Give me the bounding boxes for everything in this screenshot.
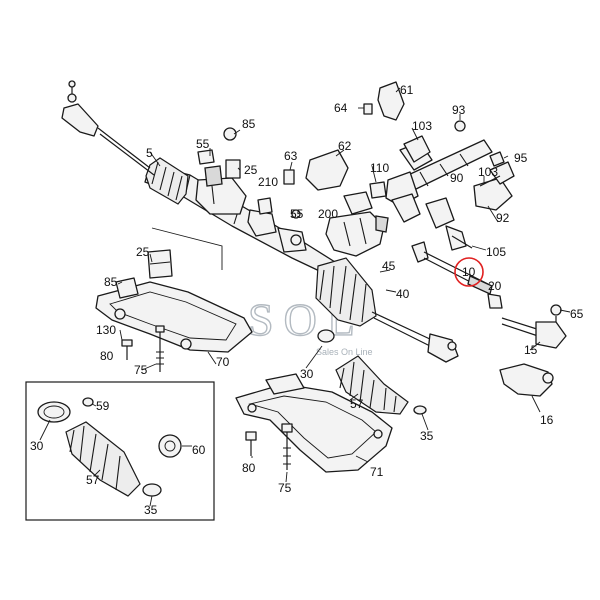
callout-35-b: 35 <box>144 503 158 517</box>
callout-5: 5 <box>146 146 153 160</box>
callout-92: 92 <box>496 211 510 225</box>
callout-93: 93 <box>452 103 466 117</box>
bracket-16 <box>499 363 554 397</box>
callout-61: 61 <box>400 83 414 97</box>
callout-30-b: 30 <box>30 439 44 453</box>
callout-110: 110 <box>370 161 389 175</box>
callout-85: 85 <box>242 117 256 131</box>
left-tie-rod <box>61 80 155 176</box>
callout-71: 71 <box>370 465 384 479</box>
callout-45: 45 <box>382 259 396 273</box>
callout-90: 90 <box>450 171 464 185</box>
boot-clamps-right <box>317 329 427 415</box>
left-boot <box>145 157 189 205</box>
callout-75: 75 <box>134 363 148 377</box>
callout-25-b: 25 <box>136 245 150 259</box>
callout-40: 40 <box>396 287 410 301</box>
callout-80: 80 <box>100 349 114 363</box>
callout-55-b: 55 <box>290 207 304 221</box>
callout-30: 30 <box>300 367 314 381</box>
callout-35: 35 <box>420 429 434 443</box>
callout-57: 57 <box>350 397 364 411</box>
callout-20: 20 <box>488 279 502 293</box>
callout-64: 64 <box>334 101 348 115</box>
boot-57-center <box>335 355 409 415</box>
right-tie-rod <box>371 311 459 363</box>
callout-55: 55 <box>196 137 210 151</box>
callout-59: 59 <box>96 399 110 413</box>
callout-labels: 5 55 85 25 63 62 210 55 200 110 64 61 10… <box>30 83 584 517</box>
callout-15: 15 <box>524 343 538 357</box>
callout-63: 63 <box>284 149 298 163</box>
kit-inset <box>25 381 215 521</box>
leader-lines <box>39 87 571 507</box>
small-parts-top <box>197 81 505 219</box>
watermark-tagline: Sales On Line <box>316 347 373 357</box>
callout-57-b: 57 <box>86 473 100 487</box>
bracket-frame-box <box>151 227 223 270</box>
callout-130: 130 <box>96 323 116 337</box>
callout-103-b: 103 <box>478 165 498 179</box>
callout-80-b: 80 <box>242 461 256 475</box>
bolts-lower <box>245 423 293 470</box>
callout-95: 95 <box>514 151 528 165</box>
callout-16: 16 <box>540 413 554 427</box>
right-boot <box>315 257 377 327</box>
callout-10: 10 <box>462 265 476 279</box>
callout-75-b: 75 <box>278 481 292 495</box>
callout-103: 103 <box>412 119 432 133</box>
callout-210: 210 <box>258 175 278 189</box>
callout-70: 70 <box>216 355 230 369</box>
callout-62: 62 <box>338 139 352 153</box>
callout-105: 105 <box>486 245 506 259</box>
callout-85-b: 85 <box>104 275 118 289</box>
bolts-left <box>121 325 165 372</box>
rack-bracket-70 <box>95 249 253 353</box>
callout-200: 200 <box>318 207 338 221</box>
inner-tie-rod <box>411 225 503 309</box>
callout-65: 65 <box>570 307 584 321</box>
callout-25: 25 <box>244 163 258 177</box>
outer-tie-rod-end <box>501 304 567 349</box>
callout-60: 60 <box>192 443 206 457</box>
highlight-circle <box>454 257 484 287</box>
